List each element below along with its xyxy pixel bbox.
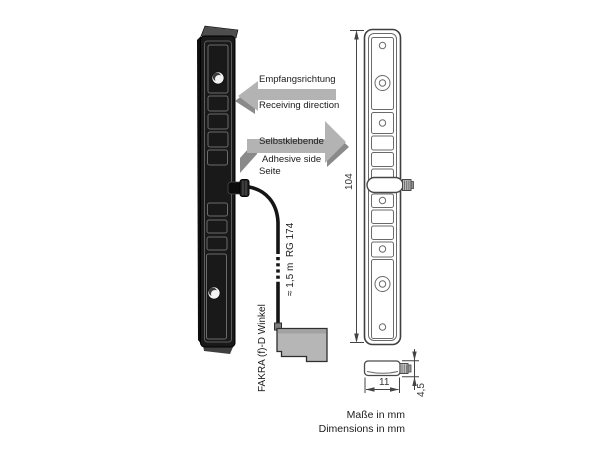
antenna-segment xyxy=(207,131,229,148)
antenna-segment xyxy=(206,236,228,251)
outline-segment xyxy=(371,112,394,134)
hole-outer xyxy=(374,75,391,91)
antenna-top-face xyxy=(200,25,239,39)
antenna-segment xyxy=(207,202,228,217)
bottom-tip xyxy=(407,364,412,373)
label-receiving-direction-de: Empfangsrichtung xyxy=(259,74,336,85)
screw-hole xyxy=(207,286,221,300)
dimension-value-4-5: 4,5 xyxy=(416,383,427,397)
arrowhead-up xyxy=(354,30,359,40)
dimension-4-5 xyxy=(402,349,419,390)
label-receiving-direction-en: Receiving direction xyxy=(259,100,340,111)
dimension-104 xyxy=(350,30,364,343)
arrowhead-left xyxy=(365,387,375,392)
arrow-left-icon xyxy=(238,81,336,111)
bottom-profile-line xyxy=(366,371,399,374)
stub-nut xyxy=(239,179,250,197)
hole-inner xyxy=(378,79,387,87)
receiving-direction-arrow xyxy=(235,81,336,114)
hole xyxy=(378,245,387,253)
hole xyxy=(378,41,387,50)
arrowhead-down xyxy=(354,333,359,343)
antenna-segment xyxy=(207,113,229,130)
connector-tip xyxy=(410,181,414,189)
label-adhesive-side-en: Adhesive side xyxy=(262,154,322,165)
hole xyxy=(378,323,387,331)
hole xyxy=(378,196,387,205)
fakra-angle-connector xyxy=(274,322,328,363)
outline-segment xyxy=(371,193,394,208)
outline-segment xyxy=(371,241,394,258)
arrow-right-icon xyxy=(247,121,346,163)
antenna-front-view xyxy=(197,25,239,354)
label-adhesive-side-de-line1: Selbstklebende xyxy=(259,135,324,147)
label-connector: FAKRA (f)-D Winkel xyxy=(257,304,268,392)
outline-segment xyxy=(371,225,394,240)
label-cable: ≈ 1,5 m RG 174 xyxy=(285,222,296,296)
antenna-segment xyxy=(206,219,228,234)
outline-segment xyxy=(371,209,394,224)
antenna-segment xyxy=(207,95,229,112)
outline-segment xyxy=(371,135,394,151)
antenna-connector-stub xyxy=(227,179,250,197)
units-note-de: Maße in mm xyxy=(346,409,405,421)
units-note: Maße in mm Dimensions in mm xyxy=(319,408,405,436)
coax-cable xyxy=(248,185,280,331)
arrowhead-right xyxy=(390,387,399,392)
dimension-value-104: 104 xyxy=(344,173,355,190)
antenna-panel xyxy=(207,44,229,94)
antenna-outline-view xyxy=(363,28,414,346)
hole xyxy=(378,119,387,127)
fakra-connector-body xyxy=(276,327,328,363)
units-note-en: Dimensions in mm xyxy=(318,423,405,435)
arrowhead-down xyxy=(412,351,417,361)
outline-panel xyxy=(371,259,394,339)
outline-segment xyxy=(371,152,394,167)
antenna-panel xyxy=(206,253,227,340)
antenna-segment xyxy=(207,149,228,166)
fakra-connector-shade xyxy=(278,329,326,334)
hole-outer xyxy=(374,276,391,292)
arrowhead-up xyxy=(412,376,417,386)
dimension-value-11: 11 xyxy=(379,377,390,388)
antenna-bottom-view xyxy=(363,360,412,377)
hole-inner xyxy=(378,280,387,288)
screw-hole xyxy=(211,71,225,85)
label-adhesive-side-de-line2: Seite xyxy=(259,166,281,178)
connector-capsule xyxy=(366,176,404,194)
label-adhesive-side-de: Selbstklebende Seite xyxy=(259,116,324,188)
adhesive-side-arrow xyxy=(240,121,349,173)
outline-connector xyxy=(366,176,414,194)
dimension-11 xyxy=(364,377,400,393)
outline-panel xyxy=(371,37,394,110)
